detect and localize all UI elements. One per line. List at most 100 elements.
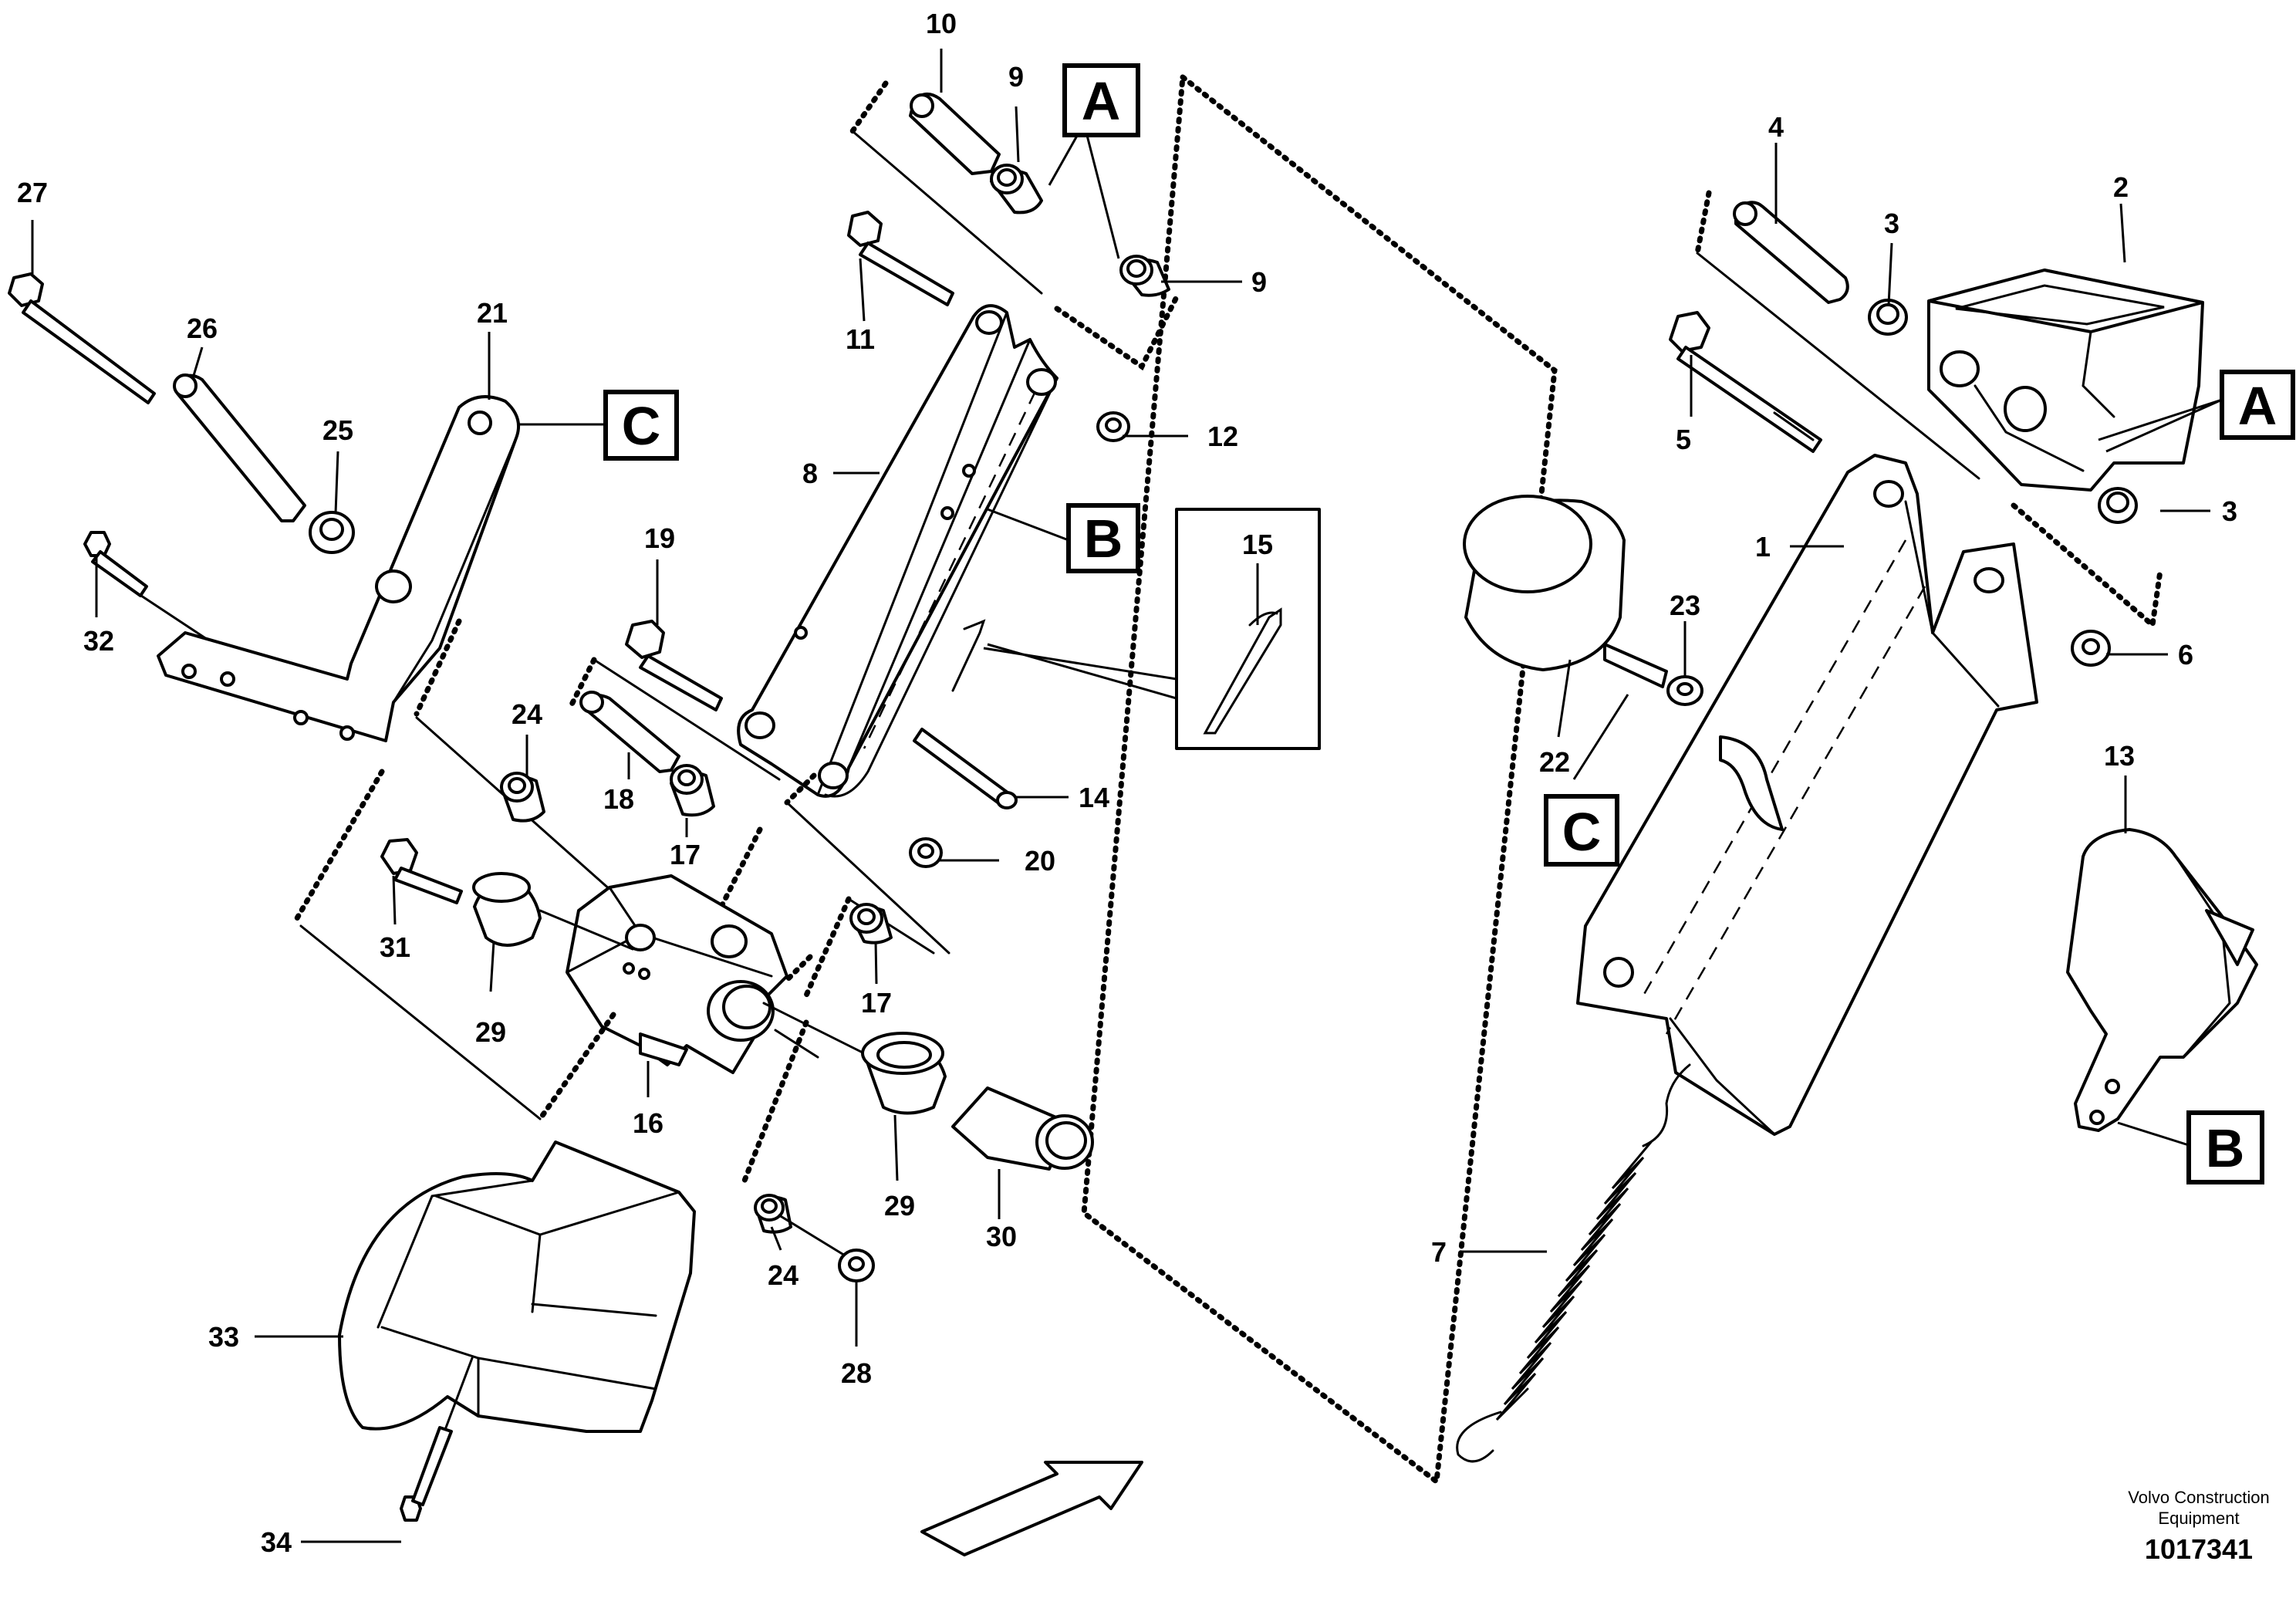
ref-label-c-mid: C <box>1562 802 1602 862</box>
ref-box-a-right: A <box>2220 370 2295 440</box>
dotted-group-9 <box>1054 294 1180 371</box>
ref-label-b-right: B <box>2206 1118 2245 1178</box>
callout-23: 23 <box>1670 590 1700 621</box>
ref-label-a-right: A <box>2238 376 2277 436</box>
callout-15: 15 <box>1242 529 1273 560</box>
ref-leader-a-right <box>2098 398 2223 453</box>
callout-leaders <box>31 49 2210 1543</box>
callout-28: 28 <box>841 1357 872 1389</box>
callout-17-top: 17 <box>670 839 701 870</box>
ref-label-b-mid: B <box>1084 509 1123 569</box>
cotter-pin-15-small <box>951 619 986 692</box>
leader-group-16 <box>299 924 542 1120</box>
callout-29-left: 29 <box>475 1016 506 1048</box>
dotted-group-24 <box>741 1019 809 1184</box>
bolt-5 <box>1669 311 1822 453</box>
leader-group-34 <box>444 1357 474 1429</box>
callout-10: 10 <box>926 8 957 39</box>
axis-line-16b <box>774 1029 819 1059</box>
callout-30: 30 <box>986 1221 1017 1252</box>
bushing-17-top <box>670 764 715 817</box>
callout-21: 21 <box>477 297 508 329</box>
ref-box-a-top: A <box>1062 63 1140 137</box>
sleeve-30 <box>951 1086 1094 1171</box>
bushing-24-bottom <box>754 1194 792 1234</box>
ref-box-c-mid: C <box>1544 794 1619 867</box>
ref-box-c-left: C <box>603 390 679 461</box>
dotted-group-20 <box>784 772 817 806</box>
callout-14: 14 <box>1079 782 1109 813</box>
callout-7: 7 <box>1431 1236 1447 1268</box>
callout-34: 34 <box>261 1526 292 1558</box>
callout-4: 4 <box>1768 111 1784 143</box>
pedal-plate <box>1576 454 2038 1136</box>
ref-label-a-top: A <box>1082 71 1121 131</box>
callout-32: 32 <box>83 625 114 657</box>
callout-8: 8 <box>802 458 818 489</box>
lever-8 <box>737 304 1059 798</box>
pin-26 <box>173 373 306 522</box>
pin-18 <box>579 691 680 773</box>
callout-12: 12 <box>1207 421 1238 452</box>
callout-33: 33 <box>208 1321 239 1353</box>
ref-leader-b-mid <box>987 508 1069 542</box>
footer-block: Volvo Construction Equipment 1017341 <box>2128 1488 2269 1565</box>
assembly-outline <box>1081 72 1558 1487</box>
washer-12 <box>1096 411 1130 442</box>
dotted-group-10 <box>849 80 889 134</box>
arm-21 <box>157 395 521 742</box>
pin-4 <box>1733 201 1849 304</box>
bolt-32 <box>83 531 148 597</box>
dotted-group-17b <box>803 896 852 999</box>
bushing-9-top <box>990 164 1043 215</box>
callout-16: 16 <box>633 1107 663 1139</box>
dotted-group-16 <box>537 1012 616 1122</box>
bushing-3-right <box>2098 487 2138 524</box>
leader-group-4 <box>1696 252 1980 480</box>
leader-group-10 <box>851 130 1043 295</box>
inset-leader-15b <box>987 643 1177 700</box>
leader-group-18 <box>593 658 781 781</box>
callout-24-top: 24 <box>512 698 542 730</box>
leader-group-24 <box>778 1214 850 1259</box>
spring-7 <box>1456 1063 1691 1463</box>
bushing-29-left <box>472 872 542 947</box>
bolt-27 <box>8 272 156 404</box>
callout-24-bottom: 24 <box>768 1259 799 1291</box>
pedal-pad-33 <box>338 1140 696 1433</box>
callout-1: 1 <box>1755 531 1771 563</box>
ref-box-b-mid: B <box>1066 503 1140 573</box>
inset-box-15 <box>1175 508 1321 750</box>
callout-22: 22 <box>1539 746 1570 778</box>
ref-leader-c-mid <box>1572 694 1629 780</box>
callout-29-right: 29 <box>884 1190 915 1222</box>
callout-13: 13 <box>2104 740 2135 772</box>
dotted-group-3 <box>2011 502 2163 630</box>
callout-19: 19 <box>644 522 675 554</box>
knob-22 <box>1463 495 1668 688</box>
callout-25: 25 <box>322 414 353 446</box>
bolt-11 <box>847 211 954 306</box>
bushing-24-top <box>500 772 545 823</box>
footer-company-line2: Equipment <box>2158 1509 2239 1528</box>
washer-6 <box>2071 630 2111 667</box>
inset-leader-15a <box>983 647 1177 681</box>
screw-34 <box>400 1426 453 1522</box>
dotted-group-21 <box>294 618 462 921</box>
ref-box-b-right: B <box>2186 1110 2264 1184</box>
callout-26: 26 <box>187 313 218 344</box>
washer-23 <box>1666 675 1703 706</box>
ref-label-c-left: C <box>622 396 661 456</box>
ref-leader-b-right <box>2117 1121 2192 1147</box>
bushing-29-right <box>861 1032 947 1115</box>
direction-arrow <box>920 1461 1143 1556</box>
bolt-31 <box>380 838 463 904</box>
leader-group-20 <box>785 801 950 955</box>
callout-2: 2 <box>2113 171 2129 203</box>
block-16 <box>566 874 788 1074</box>
drawing-number: 1017341 <box>2145 1533 2253 1565</box>
callout-11: 11 <box>846 323 875 355</box>
callout-5: 5 <box>1676 424 1691 455</box>
bracket-13 <box>2066 828 2258 1132</box>
